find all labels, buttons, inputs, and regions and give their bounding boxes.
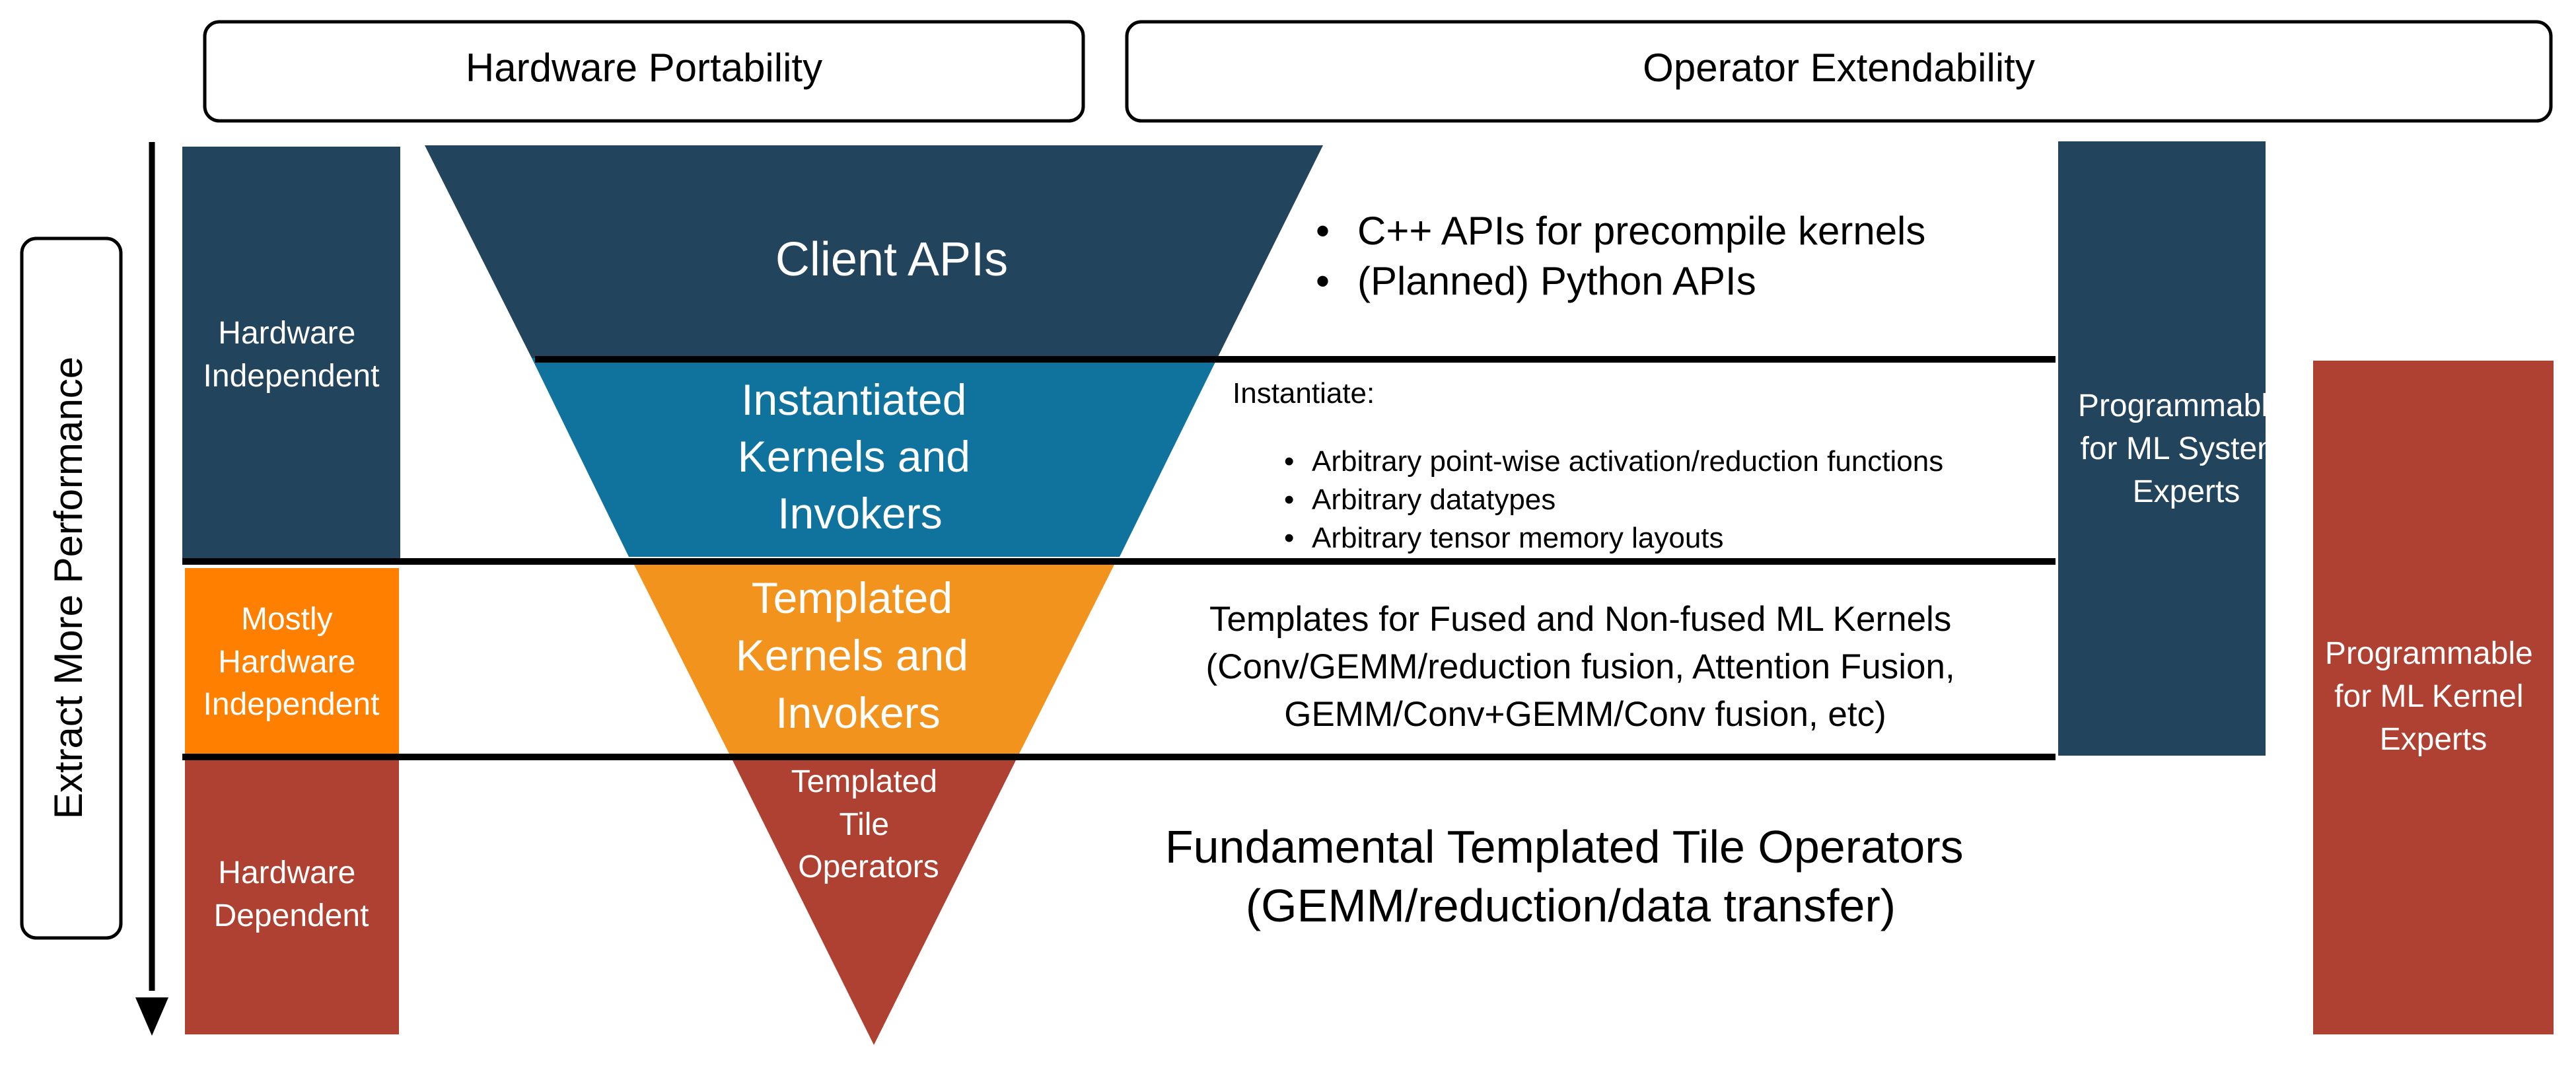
- client-bullet-dot-2: •: [1316, 259, 1330, 303]
- client-bullet-dot-1: •: [1316, 209, 1330, 253]
- client-bullets: • C++ APIs for precompile kernels • (Pla…: [1316, 209, 1937, 303]
- funnel-tile-label: Templated Tile Operators: [791, 764, 947, 884]
- fundamental-line-2: (GEMM/reduction/data transfer): [1246, 880, 1896, 931]
- level-hardware-independent-label: Hardware Independent: [203, 316, 380, 394]
- header-extendability: Operator Extendability: [1643, 46, 2035, 90]
- templates-line-2: (Conv/GEMM/reduction fusion, Attention F…: [1206, 647, 1955, 686]
- templates-description: Templates for Fused and Non-fused ML Ker…: [1206, 600, 1965, 734]
- instantiate-bullet-3: Arbitrary tensor memory layouts: [1312, 522, 1724, 554]
- client-bullet-1: C++ APIs for precompile kernels: [1357, 209, 1925, 253]
- experts-system-label: Programmable for ML System Experts: [2078, 388, 2295, 509]
- experts-kernel-line-1: Programmable: [2325, 636, 2533, 671]
- level-mostly-independent-line-1: Mostly: [241, 602, 333, 637]
- level-hardware-independent-line-2: Independent: [203, 359, 380, 394]
- funnel-templated-line-1: Templated: [752, 573, 953, 622]
- fundamental-description: Fundamental Templated Tile Operators (GE…: [1165, 821, 1976, 931]
- funnel-templated-line-3: Invokers: [775, 688, 940, 737]
- instantiate-bullet-1: Arbitrary point-wise activation/reductio…: [1312, 445, 1943, 478]
- funnel-instantiated-line-3: Invokers: [777, 489, 942, 538]
- instantiate-bullet-dot-1: •: [1284, 445, 1294, 478]
- funnel-tile-line-2: Tile: [840, 807, 890, 842]
- experts-system-block: [2058, 141, 2266, 756]
- header-box-extendability: [1125, 20, 2553, 123]
- experts-system-line-2: for ML System: [2081, 431, 2284, 466]
- funnel-tile-line-1: Templated: [791, 764, 937, 799]
- level-mostly-independent-line-2: Hardware: [218, 645, 355, 680]
- instantiate-bullet-dot-2: •: [1284, 484, 1294, 516]
- level-mostly-independent: [185, 568, 399, 754]
- funnel-templated-line-2: Kernels and: [736, 631, 968, 680]
- instantiate-title: Instantiate:: [1233, 377, 1375, 410]
- experts-kernel-label: Programmable for ML Kernel Experts: [2325, 636, 2542, 757]
- funnel-instantiated-kernels: [532, 358, 1217, 557]
- experts-system-line-1: Programmable: [2078, 388, 2286, 423]
- funnel-templated-label: Templated Kernels and Invokers: [736, 573, 981, 737]
- instantiate-bullet-2: Arbitrary datatypes: [1312, 484, 1556, 516]
- performance-label: Extract More Performance: [46, 357, 90, 819]
- funnel-instantiated-line-1: Instantiated: [741, 375, 966, 424]
- level-hardware-dependent-label: Hardware Dependent: [214, 855, 369, 933]
- funnel-instantiated-label: Instantiated Kernels and Invokers: [738, 375, 983, 538]
- experts-system-line-3: Experts: [2133, 474, 2240, 509]
- level-hardware-independent: [182, 147, 400, 561]
- level-hardware-dependent: [185, 757, 399, 1034]
- funnel-client-apis-label: Client APIs: [775, 233, 1008, 286]
- instantiate-bullets: • Arbitrary point-wise activation/reduct…: [1284, 445, 1951, 554]
- funnel-instantiated-line-2: Kernels and: [738, 432, 970, 481]
- level-mostly-independent-line-3: Independent: [203, 687, 380, 722]
- header-box-portability: [203, 20, 1085, 123]
- funnel-templated-kernels: [633, 563, 1115, 756]
- level-hardware-dependent-line-1: Hardware: [218, 855, 355, 890]
- funnel-tile-line-3: Operators: [798, 849, 939, 884]
- instantiate-bullet-dot-3: •: [1284, 522, 1294, 554]
- level-hardware-independent-line-1: Hardware: [218, 316, 355, 351]
- fundamental-line-1: Fundamental Templated Tile Operators: [1165, 821, 1964, 873]
- client-bullet-2: (Planned) Python APIs: [1357, 259, 1756, 303]
- funnel-client-apis: [425, 145, 1323, 358]
- templates-line-1: Templates for Fused and Non-fused ML Ker…: [1209, 600, 1951, 639]
- experts-kernel-line-3: Experts: [2380, 722, 2487, 757]
- header-portability: Hardware Portability: [466, 46, 822, 90]
- funnel-client-apis-line-1: Client APIs: [775, 233, 1008, 286]
- templates-line-3: GEMM/Conv+GEMM/Conv fusion, etc): [1284, 695, 1886, 734]
- level-mostly-independent-label: Mostly Hardware Independent: [203, 602, 380, 722]
- experts-kernel-block: [2313, 361, 2554, 1034]
- performance-arrow-head-icon: [135, 997, 168, 1036]
- funnel-tile-operators: [731, 756, 1018, 1045]
- level-hardware-dependent-line-2: Dependent: [214, 898, 369, 933]
- experts-kernel-line-2: for ML Kernel: [2334, 679, 2523, 714]
- performance-label-box: [20, 236, 123, 940]
